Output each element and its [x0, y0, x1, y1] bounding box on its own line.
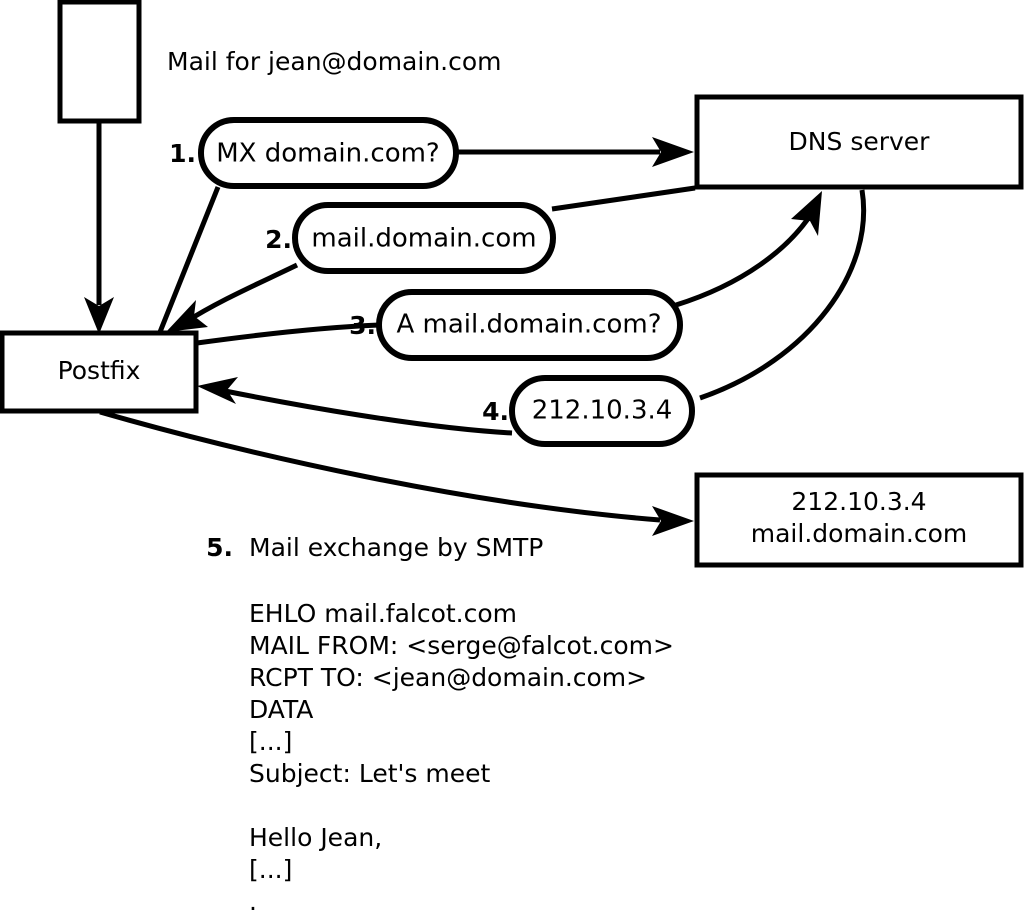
step-bubble-2: mail.domain.com — [292, 202, 556, 274]
smtp-line-0: EHLO mail.falcot.com — [249, 599, 517, 628]
edge-dns-to-step2 — [551, 185, 696, 212]
smtp-line-2: RCPT TO: <jean@domain.com> — [249, 663, 647, 692]
smtp-line-8: [...] — [249, 855, 292, 884]
smtp-line-7: Hello Jean, — [249, 823, 382, 852]
node-postfix-box: Postfix — [0, 330, 199, 414]
edge-step3-to-dns — [675, 191, 822, 308]
step-4-number: 4. — [482, 397, 509, 426]
edge-step1-to-dns — [457, 137, 694, 167]
smtp-line-4: [...] — [249, 727, 292, 756]
step-5-label: Mail exchange by SMTP — [249, 533, 543, 562]
node-mailserver-host: mail.domain.com — [751, 519, 967, 548]
edge-postfix-to-step3 — [196, 322, 380, 346]
step-4-label: 212.10.3.4 — [532, 396, 673, 426]
edge-postfix-to-step1 — [157, 186, 221, 333]
edge-sender-to-postfix — [84, 122, 114, 334]
step-bubble-1: MX domain.com? — [198, 117, 459, 189]
edge-dns-to-step4 — [699, 189, 866, 401]
node-sender-box — [57, 0, 142, 124]
node-mailserver-box: 212.10.3.4 mail.domain.com — [694, 472, 1024, 568]
smtp-line-9: . — [249, 887, 257, 916]
smtp-line-1: MAIL FROM: <serge@falcot.com> — [249, 631, 674, 660]
step-2-number: 2. — [265, 225, 292, 254]
node-dns-label: DNS server — [789, 127, 931, 156]
step-2-label: mail.domain.com — [311, 224, 536, 254]
smtp-line-5: Subject: Let's meet — [249, 759, 490, 788]
edge-step4-to-postfix — [197, 377, 513, 436]
step-1-label: MX domain.com? — [216, 139, 439, 169]
edge-step2-to-postfix — [166, 262, 299, 332]
step-3-number: 3. — [349, 311, 376, 340]
edge-postfix-to-mailserver — [99, 409, 694, 536]
smtp-line-3: DATA — [249, 695, 313, 724]
step-1-number: 1. — [169, 139, 196, 168]
diagram-title: Mail for jean@domain.com — [167, 47, 502, 76]
step-5-number: 5. — [206, 533, 233, 562]
step-3-label: A mail.domain.com? — [397, 310, 662, 340]
step-bubble-4: 212.10.3.4 — [509, 375, 695, 447]
node-mailserver-ip: 212.10.3.4 — [791, 487, 926, 516]
node-dns-box: DNS server — [694, 94, 1024, 190]
step-bubble-3: A mail.domain.com? — [376, 289, 683, 361]
node-postfix-label: Postfix — [58, 356, 141, 385]
